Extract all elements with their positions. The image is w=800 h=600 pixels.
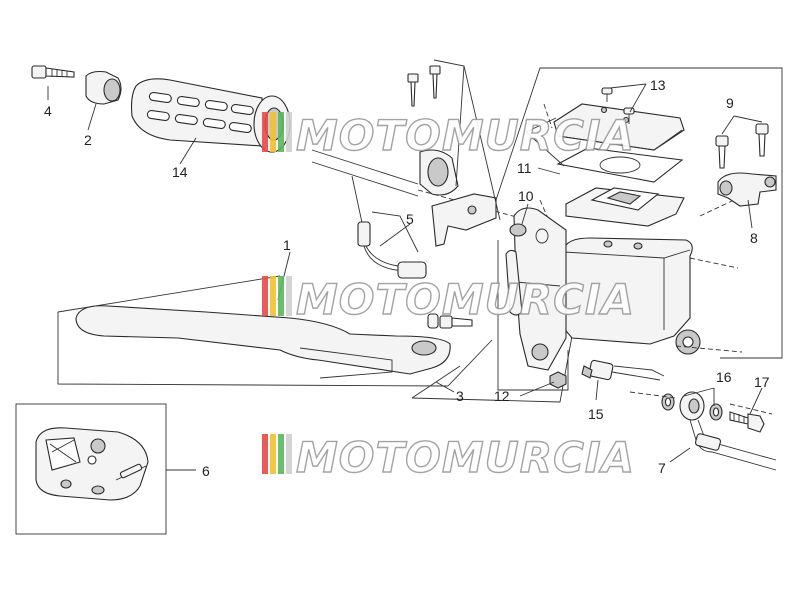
watermark-1: MOTOMURCIA — [262, 110, 635, 161]
bracket-pin — [505, 249, 523, 316]
housing-6 — [35, 427, 149, 501]
clamp-8 — [717, 172, 777, 207]
callout-6: 6 — [202, 463, 210, 479]
callout-9: 9 — [726, 95, 734, 111]
clamp-bracket — [431, 193, 497, 247]
bar-end-cap-2 — [85, 70, 122, 105]
bracket-12 — [513, 207, 567, 371]
callout-10: 10 — [518, 188, 534, 204]
brake-light-switch-15 — [581, 359, 665, 381]
callout-11: 11 — [517, 160, 532, 176]
nut — [549, 371, 567, 389]
watermark-text: MOTOMURCIA — [296, 433, 635, 482]
callout-2: 2 — [84, 132, 92, 148]
switch-cable-5 — [351, 175, 427, 279]
throttle-housing — [419, 149, 459, 196]
callout-14: 14 — [172, 164, 188, 180]
callout-7: 7 — [658, 460, 666, 476]
screws-9 — [715, 123, 769, 169]
watermark-2: MOTOMURCIA — [262, 274, 635, 325]
callout-4: 4 — [44, 103, 52, 119]
callout-1: 1 — [283, 237, 291, 253]
callout-3: 3 — [456, 388, 464, 404]
watermark-text: MOTOMURCIA — [296, 111, 635, 160]
callout-labels: 1 2 3 4 5 6 7 8 9 10 11 12 13 14 15 16 1… — [44, 77, 770, 479]
lever-pivot-bolt — [427, 313, 473, 329]
master-cylinder-body — [561, 237, 701, 355]
callout-5: 5 — [406, 211, 414, 227]
banjo-bolt-17 — [729, 411, 765, 433]
callout-15: 15 — [588, 406, 604, 422]
reservoir-diaphragm-11b — [565, 187, 685, 227]
callout-17: 17 — [754, 374, 770, 390]
reservoir-cover-13 — [553, 103, 685, 151]
screw-4 — [31, 65, 75, 79]
reservoir-gasket-11a — [556, 147, 684, 183]
washer-16a — [661, 393, 675, 411]
watermark-text: MOTOMURCIA — [296, 275, 635, 324]
o-ring-10 — [509, 223, 549, 244]
washer-16b — [709, 403, 723, 421]
small-screws-top — [407, 65, 441, 107]
inset-box — [15, 403, 167, 535]
callout-16: 16 — [716, 369, 732, 385]
banjo-fitting-7 — [679, 391, 777, 471]
callout-8: 8 — [750, 230, 758, 246]
brake-lever-1 — [75, 305, 451, 379]
callout-12: 12 — [494, 388, 510, 404]
callout-13: 13 — [650, 77, 666, 93]
watermark-3: MOTOMURCIA — [262, 432, 635, 483]
